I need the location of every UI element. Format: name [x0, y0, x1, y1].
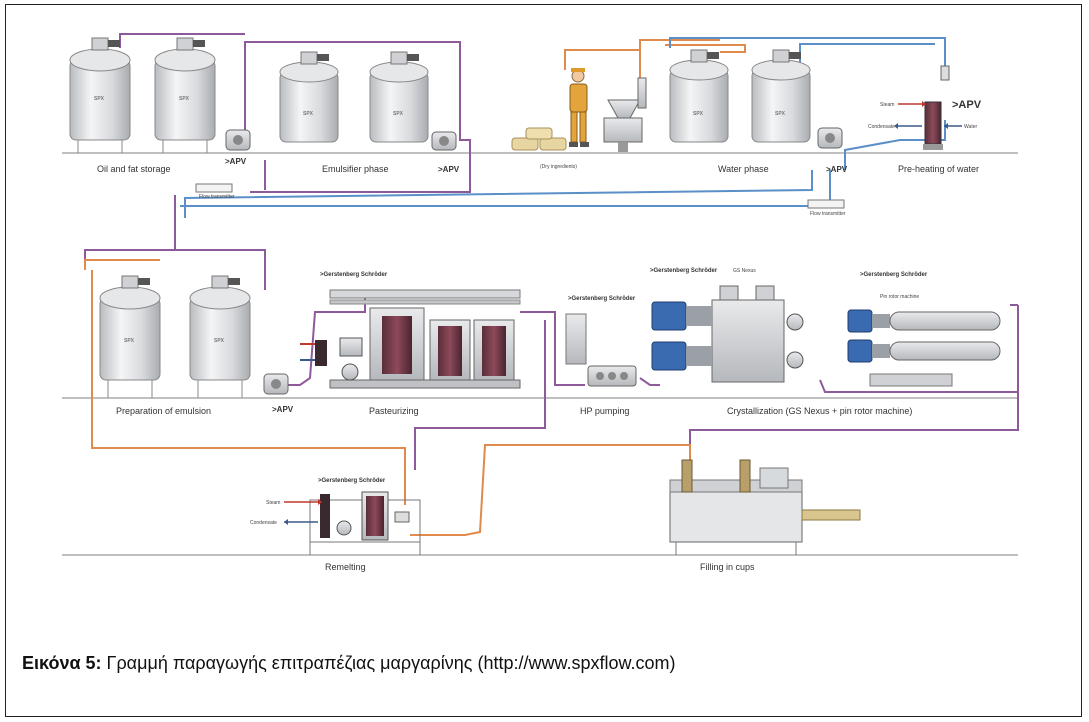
tank-mark: SPX: [94, 96, 105, 102]
pump-emulsifier: [431, 131, 457, 151]
caption-text: Γραμμή παραγωγής επιτραπέζιας μαργαρίνης…: [101, 653, 676, 673]
emulsion-tank-1: SPX: [99, 275, 161, 398]
flow-meter-label: Flow transmitter: [199, 194, 235, 200]
water-label: Water: [964, 124, 977, 130]
apv-logo: >APV: [225, 157, 247, 166]
label-hp-pumping: HP pumping: [580, 406, 629, 416]
water-tank-1: SPX: [669, 49, 729, 143]
label-remelting: Remelting: [325, 562, 366, 572]
utility-condensate: Condensate: [868, 123, 922, 130]
cup-filling-machine: [669, 459, 861, 555]
label-preheating-water: Pre-heating of water: [898, 164, 979, 174]
hp-pump: >Gerstenberg Schröder: [565, 296, 637, 387]
oil-storage-tank-1: SPX: [69, 37, 131, 153]
tank-mark: SPX: [124, 338, 135, 344]
emulsifier-tank-2: SPX: [369, 51, 429, 143]
oil-storage-tank-2: SPX: [154, 37, 216, 153]
tank-mark: SPX: [775, 111, 786, 117]
preheater: [923, 65, 950, 150]
pin-rotor-label: Pin rotor machine: [880, 294, 919, 300]
floor-lines: [62, 152, 1018, 556]
flow-meter-label: Flow transmitter: [810, 211, 846, 217]
water-tank-2: SPX: [751, 49, 811, 143]
label-filling: Filling in cups: [700, 562, 755, 572]
pin-rotor-machine: >Gerstenberg Schröder Pin rotor machine: [847, 272, 1001, 387]
gerstenberg-logo: >Gerstenberg Schröder: [320, 272, 388, 278]
figure-caption: Εικόνα 5: Γραμμή παραγωγής επιτραπέζιας …: [22, 653, 676, 674]
label-water-phase: Water phase: [718, 164, 769, 174]
tank-mark: SPX: [393, 111, 404, 117]
label-emulsifier-phase: Emulsifier phase: [322, 164, 389, 174]
tank-mark: SPX: [693, 111, 704, 117]
utility-steam: Steam: [880, 101, 926, 108]
gerstenberg-logo: >Gerstenberg Schröder: [568, 296, 636, 302]
flow-meter-right: Flow transmitter: [807, 199, 846, 217]
tank-mark: SPX: [214, 338, 225, 344]
utility-water: Water: [944, 123, 977, 130]
gerstenberg-logo: >Gerstenberg Schröder: [860, 272, 928, 278]
purple-pipes: [84, 33, 1019, 470]
label-crystallization: Crystallization (GS Nexus + pin rotor ma…: [727, 406, 912, 416]
pasteurizer: >Gerstenberg Schröder: [300, 272, 521, 389]
condensate-label: Condensate: [868, 124, 895, 130]
powder-mixer: [603, 77, 647, 152]
orange-pipes: [84, 39, 746, 536]
pump-oil: [225, 129, 251, 151]
label-pasteurizing: Pasteurizing: [369, 406, 419, 416]
gs-nexus-label: GS Nexus: [733, 268, 756, 274]
caption-label: Εικόνα 5:: [22, 653, 102, 673]
label-oil-fat-storage: Oil and fat storage: [97, 164, 171, 174]
flow-meter-left: Flow transmitter: [195, 183, 235, 200]
emulsifier-tank-1: SPX: [279, 51, 339, 143]
steam-label: Steam: [880, 102, 894, 108]
pump-emulsion: [263, 373, 289, 395]
tank-mark: SPX: [179, 96, 190, 102]
emulsion-tank-2: SPX: [189, 275, 251, 398]
apv-logo-large: >APV: [952, 99, 982, 111]
utility-condensate-remelt: Condensate: [250, 519, 318, 526]
steam-label: Steam: [266, 500, 280, 506]
condensate-label: Condensate: [250, 520, 277, 526]
worker-figure: [569, 68, 589, 147]
pump-water: [817, 127, 843, 149]
apv-logo: >APV: [826, 165, 848, 174]
label-dry-ingredients: (Dry ingredients): [540, 164, 577, 170]
remelting-unit: >Gerstenberg Schröder: [309, 478, 421, 555]
apv-logo: >APV: [272, 405, 294, 414]
label-preparation-emulsion: Preparation of emulsion: [116, 406, 211, 416]
dry-ingredients-bags: [511, 127, 567, 151]
gerstenberg-logo: >Gerstenberg Schröder: [318, 478, 386, 484]
tank-mark: SPX: [303, 111, 314, 117]
apv-logo: >APV: [438, 165, 460, 174]
gerstenberg-logo: >Gerstenberg Schröder: [650, 268, 718, 274]
gs-nexus: >Gerstenberg Schröder GS Nexus: [650, 268, 804, 383]
utility-steam-remelt: Steam: [266, 499, 322, 506]
